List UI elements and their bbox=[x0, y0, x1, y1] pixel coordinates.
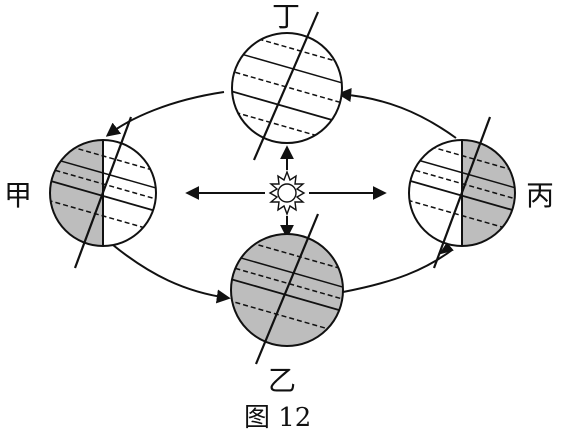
orbit-arc-yi-to-bing bbox=[342, 249, 453, 293]
sunlight-arrows bbox=[185, 145, 387, 239]
sun-disc bbox=[277, 183, 297, 203]
earth-axis bbox=[252, 11, 320, 161]
orbit-arc-bing-to-ding bbox=[337, 88, 457, 139]
earth-bing bbox=[408, 116, 516, 269]
earth-yi bbox=[230, 213, 344, 365]
label-ding: 丁 bbox=[272, 0, 300, 33]
label-jia: 甲 bbox=[4, 179, 32, 212]
earth-axis bbox=[254, 213, 320, 365]
earth-jia bbox=[49, 116, 157, 269]
orbit-arc-jia-to-yi bbox=[112, 244, 231, 304]
earth-ding bbox=[231, 11, 343, 161]
orbit-arc-ding-to-jia bbox=[105, 91, 225, 137]
label-yi: 乙 bbox=[268, 364, 296, 397]
earth-axis bbox=[73, 116, 133, 269]
sun-icon bbox=[268, 170, 306, 216]
orbit-path bbox=[105, 88, 457, 304]
label-bing: 丙 bbox=[526, 179, 554, 212]
orbit-arrowhead-bing bbox=[438, 242, 454, 255]
figure-caption: 图 12 bbox=[244, 403, 311, 433]
earth-axis bbox=[432, 116, 492, 269]
